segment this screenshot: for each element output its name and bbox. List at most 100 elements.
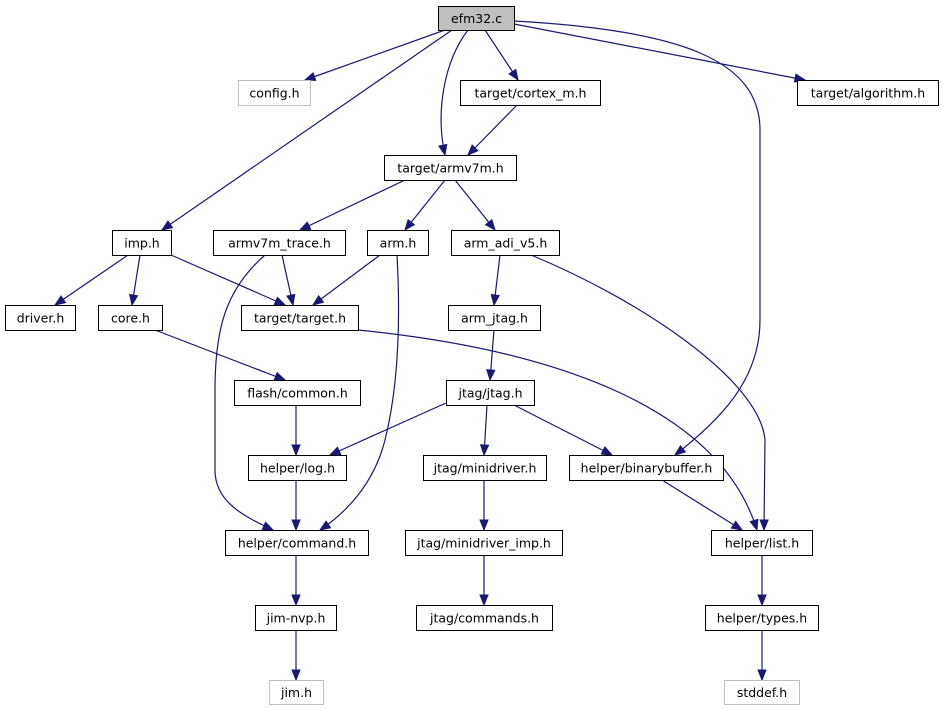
node-label: jtag/minidriver.h [433,461,537,476]
node-label: arm_jtag.h [461,311,528,326]
node-algorithm-h[interactable]: target/algorithm.h [797,80,939,106]
node-box [5,305,76,331]
edge-arrowhead [749,518,759,532]
edge-arrowhead [291,594,301,607]
edge-line [661,479,743,531]
edge-line [299,179,406,231]
edge-arrowhead [261,521,275,531]
node-types-h[interactable]: helper/types.h [705,605,819,631]
edge-arrowhead [479,594,489,607]
edge-imp-h-to-driver-h [53,254,129,306]
node-box [446,380,535,406]
node-arm-h[interactable]: arm.h [367,230,429,256]
edge-arrowhead [273,296,287,306]
node-flash-common-h[interactable]: flash/common.h [234,380,361,406]
node-commands-h[interactable]: jtag/commands.h [416,605,553,631]
node-label: target/armv7m.h [397,161,503,176]
edge-line [154,329,286,381]
node-label: jim-nvp.h [266,611,326,626]
node-label: target/target.h [254,311,346,326]
edges-layer [53,20,807,682]
node-binarybuffer-h[interactable]: helper/binarybuffer.h [569,455,724,481]
node-label: driver.h [17,311,65,326]
node-box [460,80,601,106]
node-label: stddef.h [737,685,787,700]
edge-line [454,179,496,231]
edge-line [357,329,758,531]
node-label: helper/types.h [717,611,807,626]
node-stddef-h: stddef.h [724,680,800,705]
edge-arrowhead [291,444,301,457]
node-arm-jtag-h[interactable]: arm_jtag.h [448,305,541,331]
edge-imp-h-to-target-h [170,254,287,306]
node-label: imp.h [124,236,159,251]
node-command-h[interactable]: helper/command.h [225,530,369,556]
node-label: efm32.c [451,11,502,26]
edge-arrowhead [508,68,519,82]
edge-list-h-to-types-h [757,555,767,607]
edge-efm32-c-to-binarybuffer-h [513,20,761,456]
edge-efm32-c-to-cortex-m-h [484,29,519,82]
node-label: jtag/commands.h [429,611,539,626]
node-box [405,530,563,556]
node-box [705,605,819,631]
edge-arrowhead [53,295,67,306]
node-jtag-h[interactable]: jtag/jtag.h [446,380,535,406]
node-minidriver-imp-h[interactable]: jtag/minidriver_imp.h [405,530,563,556]
node-minidriver-h[interactable]: jtag/minidriver.h [423,455,547,481]
edge-arrowhead [303,72,317,81]
edge-efm32-c-to-imp-h [160,29,453,231]
edge-binarybuffer-h-to-list-h [661,479,744,531]
node-box [241,305,359,331]
node-cortex-m-h[interactable]: target/cortex_m.h [460,80,601,106]
edge-arrowhead [128,293,139,307]
edge-arrowhead [479,444,490,457]
edge-arm-h-to-command-h [318,254,400,531]
node-log-h[interactable]: helper/log.h [248,455,347,481]
edge-line [513,23,806,81]
edge-line [513,404,613,456]
edge-arrowhead [273,371,287,381]
node-config-h: config.h [238,80,311,106]
edge-imp-h-to-core-h [128,254,141,307]
node-target-h[interactable]: target/target.h [241,305,359,331]
node-label: jtag/jtag.h [457,386,522,401]
node-arm-adi-v5-h[interactable]: arm_adi_v5.h [451,230,560,256]
node-label: core.h [111,311,150,326]
node-efm32-c[interactable]: efm32.c [438,6,515,31]
edge-arrowhead [757,669,767,682]
edge-minidriver-h-to-minidriver-imp-h [479,480,489,532]
node-label: target/cortex_m.h [475,86,587,101]
edge-armv7m-h-to-armv7m-trace-h [298,179,406,231]
node-box [269,680,324,705]
edge-arrowhead [490,294,500,307]
node-label: jim.h [280,685,312,700]
node-core-h[interactable]: core.h [98,305,163,331]
node-box [255,605,337,631]
node-imp-h[interactable]: imp.h [112,230,172,256]
edge-line [54,254,129,306]
node-armv7m-trace-h[interactable]: armv7m_trace.h [213,230,346,256]
node-driver-h[interactable]: driver.h [5,305,76,331]
edge-arrowhead [600,446,614,456]
edge-target-h-to-list-h [357,329,759,532]
node-box [112,230,172,256]
node-label: helper/log.h [260,461,335,476]
node-box [724,680,800,705]
node-jim-nvp-h[interactable]: jim-nvp.h [255,605,337,631]
edge-line [170,254,286,306]
node-list-h[interactable]: helper/list.h [711,530,813,556]
edge-efm32-c-to-armv7m-h [438,29,469,157]
node-label: jtag/minidriver_imp.h [416,536,551,551]
node-box [423,455,547,481]
node-label: arm_adi_v5.h [464,236,548,251]
node-label: arm.h [380,236,417,251]
node-armv7m-h[interactable]: target/armv7m.h [384,155,517,181]
edge-line [161,29,453,231]
edge-arrowhead [438,143,448,157]
edge-arm-h-to-target-h [311,254,381,306]
edge-arrowhead [467,144,479,156]
edge-line [319,254,400,531]
edge-arrowhead [311,294,325,306]
node-jim-h: jim.h [269,680,324,705]
